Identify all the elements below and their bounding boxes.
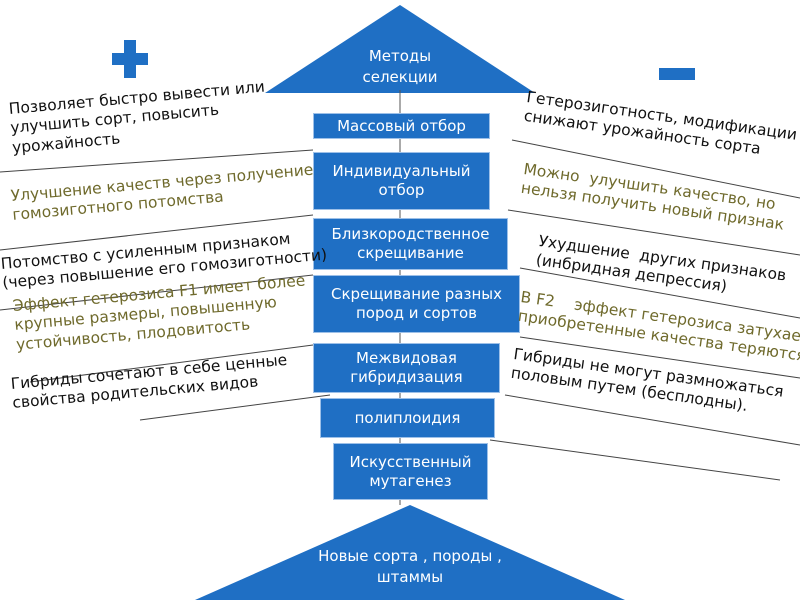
plus-icon-bar xyxy=(112,53,148,65)
right-separators xyxy=(489,139,800,481)
bottom-triangle xyxy=(195,505,625,600)
method-individual-selection: Индивидуальный отбор xyxy=(313,152,490,210)
top-triangle xyxy=(265,5,535,93)
method-polyploidy: полиплоидия xyxy=(320,398,495,438)
top-title: Методы селекции xyxy=(362,47,438,86)
minus-icon xyxy=(659,68,695,80)
bottom-title: Новые сорта , породы , штаммы xyxy=(318,547,502,586)
method-interspecific-hybridization: Межвидовая гибридизация xyxy=(313,343,500,393)
method-mutagenesis: Искусственный мутагенез xyxy=(333,443,488,500)
left-separators xyxy=(0,149,331,421)
method-inbreeding: Близкородственное скрещивание xyxy=(313,218,508,270)
method-mass-selection: Массовый отбор xyxy=(313,113,490,139)
method-crossbreeding: Скрещивание разных пород и сортов xyxy=(313,275,520,333)
